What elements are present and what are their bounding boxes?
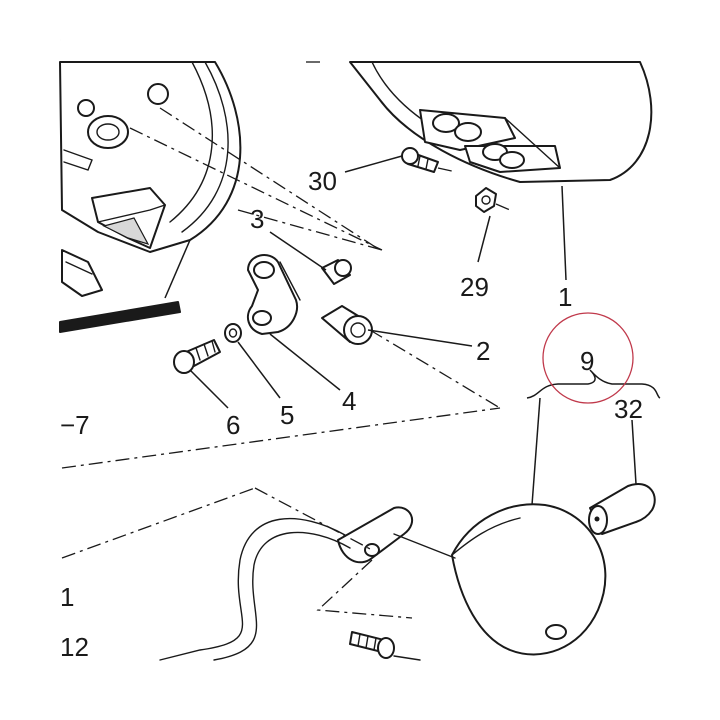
label-29: 29 [460,272,489,302]
label-1-left: 1 [60,582,74,612]
assembly-lines [61,61,511,619]
part-3-spacer [321,259,352,285]
label-32: 32 [614,394,643,424]
lower-screw [349,631,421,661]
part-labels: 30 3 29 1 2 9 32 4 5 6 −7 1 12 [60,166,643,662]
label-12: 12 [60,632,89,662]
label-2: 2 [476,336,490,366]
label-30: 30 [308,166,337,196]
part-6-screw [173,339,221,374]
part-5-washer [224,323,242,343]
label-6: 6 [226,410,240,440]
part-9-turn-indicator [159,503,607,661]
label-3: 3 [250,204,264,234]
highlight-circle [542,312,634,404]
part-4-bracket [246,254,301,335]
front-fender [349,61,653,183]
label-5: 5 [280,400,294,430]
part-2-bush [321,305,373,345]
leader-lines [189,155,661,506]
label-4: 4 [342,386,356,416]
part-29-nut [475,187,497,213]
part-32-bulb [588,483,656,535]
label-9: 9 [580,346,594,376]
label-1-top: 1 [558,282,572,312]
part-30-screw [401,147,439,173]
label-7: −7 [60,410,90,440]
headlight-housing [59,61,242,333]
